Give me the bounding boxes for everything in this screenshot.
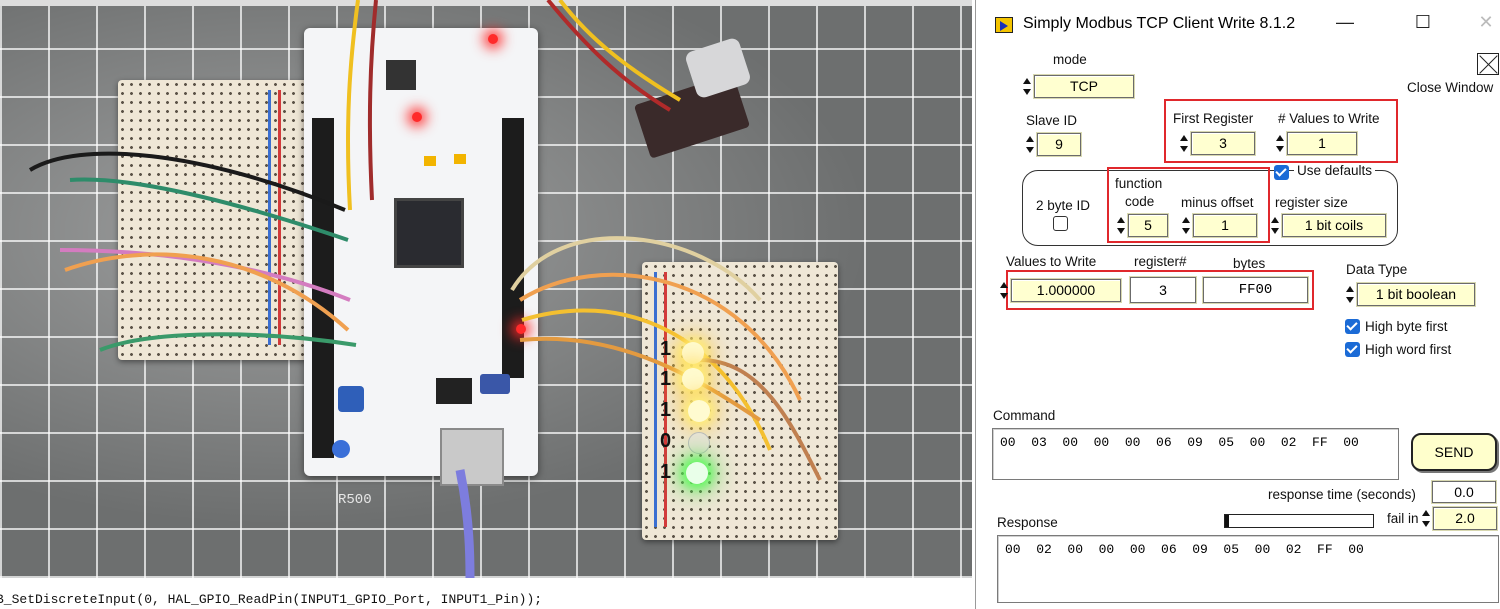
- response-field: 00 02 00 00 00 06 09 05 00 02 FF 00: [997, 535, 1499, 603]
- two-byte-id-checkbox[interactable]: [1053, 216, 1068, 231]
- code-label: code: [1125, 194, 1155, 209]
- maximize-button[interactable]: ☐: [1414, 12, 1432, 32]
- board-label: R500: [338, 492, 372, 508]
- highlight-values-box: [1006, 270, 1314, 310]
- jumper-wires: [28, 0, 822, 578]
- high-byte-first-checkbox[interactable]: [1345, 319, 1360, 334]
- minimize-button[interactable]: —: [1336, 12, 1354, 32]
- function-code-spinner[interactable]: [1117, 214, 1125, 237]
- close-window-icon[interactable]: [1477, 53, 1499, 75]
- response-label: Response: [997, 515, 1058, 530]
- bit-label-1: 1: [660, 338, 672, 360]
- values-count-spinner[interactable]: [1276, 132, 1284, 155]
- code-editor-line: B_SetDiscreteInput(0, HAL_GPIO_ReadPin(I…: [0, 578, 972, 609]
- left-breadboard: [118, 80, 308, 360]
- function-label: function: [1115, 176, 1163, 191]
- title-bar: Simply Modbus TCP Client Write 8.1.2 — ☐…: [976, 0, 1500, 50]
- hardware-photo: R500 1 1 1 0 1: [0, 0, 972, 578]
- mode-field[interactable]: TCP: [1034, 75, 1134, 98]
- register-hash-field: 3: [1130, 277, 1196, 303]
- highlight-function-box: [1107, 167, 1270, 243]
- values-count-label: # Values to Write: [1278, 111, 1380, 126]
- bit-label-4: 0: [660, 430, 672, 452]
- register-size-label: register size: [1275, 195, 1348, 210]
- settings-group: [1022, 170, 1398, 246]
- mcu-chip: [394, 198, 464, 268]
- led-2: [682, 368, 704, 390]
- led-3: [688, 400, 710, 422]
- close-window-label[interactable]: Close Window: [1407, 80, 1494, 95]
- nucleo-logo: [338, 386, 364, 412]
- register-size-field[interactable]: 1 bit coils: [1282, 214, 1386, 237]
- st-logo: [480, 374, 510, 394]
- register-size-spinner[interactable]: [1271, 214, 1279, 237]
- command-label: Command: [993, 408, 1056, 423]
- modbus-client-window: Simply Modbus TCP Client Write 8.1.2 — ☐…: [975, 0, 1500, 609]
- values-to-write-spinner[interactable]: [1000, 279, 1008, 302]
- command-field[interactable]: 00 03 00 00 00 06 09 05 00 02 FF 00: [992, 428, 1399, 480]
- close-button[interactable]: ✕: [1478, 12, 1494, 32]
- slave-id-label: Slave ID: [1026, 113, 1078, 128]
- led-4: [688, 432, 710, 454]
- minus-offset-label: minus offset: [1181, 195, 1254, 210]
- first-register-label: First Register: [1173, 111, 1254, 126]
- fail-in-spinner[interactable]: [1422, 507, 1430, 530]
- values-count-field[interactable]: 1: [1287, 132, 1357, 155]
- bit-label-5: 1: [660, 461, 672, 483]
- two-byte-id-label: 2 byte ID: [1036, 198, 1091, 213]
- minus-offset-field[interactable]: 1: [1193, 214, 1257, 237]
- bytes-field: FF00: [1203, 277, 1308, 303]
- slave-id-spinner[interactable]: [1026, 133, 1034, 156]
- bit-label-2: 1: [660, 368, 672, 390]
- values-to-write-field[interactable]: 1.000000: [1011, 279, 1121, 302]
- high-word-first-label: High word first: [1365, 342, 1452, 357]
- right-breadboard: [642, 262, 838, 540]
- ethernet-port: [440, 428, 504, 486]
- first-register-spinner[interactable]: [1180, 132, 1188, 155]
- data-type-label: Data Type: [1346, 262, 1408, 277]
- function-code-field[interactable]: 5: [1128, 214, 1168, 237]
- slave-id-field[interactable]: 9: [1037, 133, 1081, 156]
- led-1: [682, 342, 704, 364]
- fail-in-label: fail in: [1387, 511, 1419, 526]
- values-to-write-label: Values to Write: [1006, 254, 1097, 269]
- bit-label-3: 1: [660, 399, 672, 421]
- highlight-register-box: [1164, 99, 1398, 163]
- use-defaults-label: Use defaults: [1294, 163, 1376, 178]
- user-button: [332, 440, 350, 458]
- led-5: [686, 462, 708, 484]
- high-byte-first-label: High byte first: [1365, 319, 1448, 334]
- first-register-field[interactable]: 3: [1191, 132, 1255, 155]
- data-type-spinner[interactable]: [1346, 283, 1354, 306]
- response-time-label: response time (seconds): [1268, 487, 1416, 502]
- background-window-strip: [0, 0, 972, 6]
- code-text: B_SetDiscreteInput(0, HAL_GPIO_ReadPin(I…: [0, 592, 543, 607]
- progress-bar: [1224, 514, 1374, 528]
- app-icon: [995, 17, 1013, 33]
- use-defaults-checkbox[interactable]: [1274, 165, 1289, 180]
- fail-in-field[interactable]: 2.0: [1433, 507, 1497, 530]
- response-time-field: 0.0: [1432, 481, 1496, 503]
- data-type-field[interactable]: 1 bit boolean: [1357, 283, 1475, 306]
- mode-label: mode: [1053, 52, 1087, 67]
- mode-spinner[interactable]: [1023, 75, 1031, 98]
- send-button[interactable]: SEND: [1411, 433, 1497, 471]
- high-word-first-checkbox[interactable]: [1345, 342, 1360, 357]
- window-title: Simply Modbus TCP Client Write 8.1.2: [1023, 15, 1296, 32]
- bytes-label: bytes: [1233, 256, 1266, 271]
- register-hash-label: register#: [1134, 254, 1187, 269]
- minus-offset-spinner[interactable]: [1182, 214, 1190, 237]
